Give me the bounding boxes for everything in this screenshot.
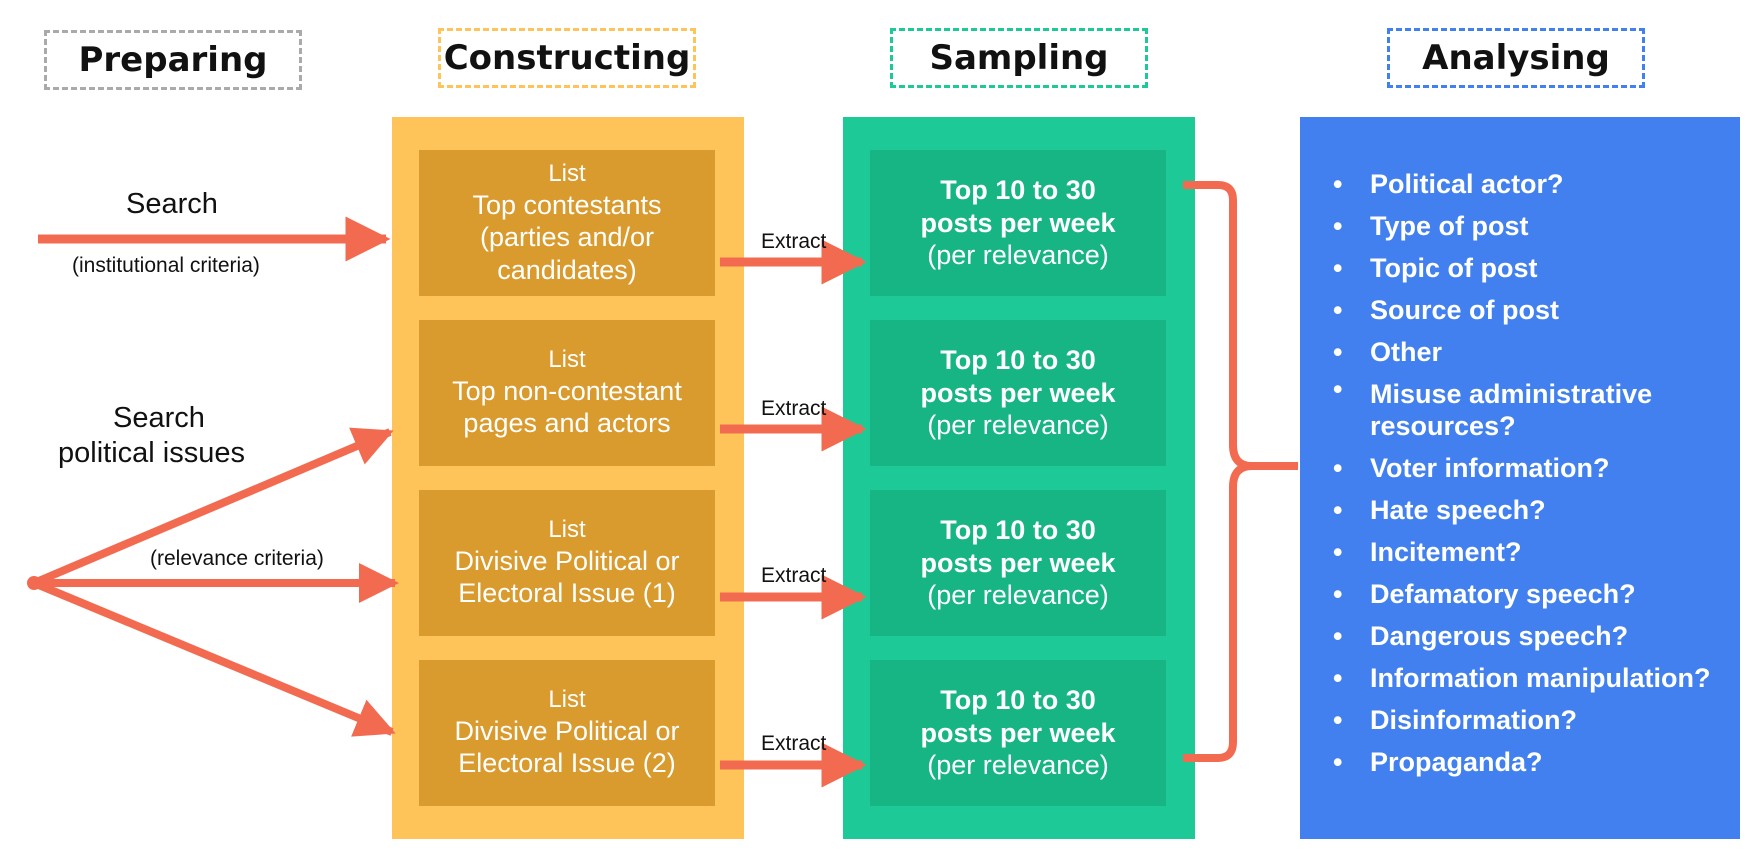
sampling-box-1: Top 10 to 30 posts per week (per relevan… xyxy=(870,150,1166,296)
stage-header-sampling: Sampling xyxy=(890,28,1148,88)
stage-header-analysing: Analysing xyxy=(1387,28,1645,88)
list-line: Divisive Political or xyxy=(454,716,680,746)
list-line: Electoral Issue (2) xyxy=(458,748,676,779)
list-box-issue-2: List Divisive Political or Electoral Iss… xyxy=(419,660,715,806)
list-line: candidates) xyxy=(497,254,637,285)
extract-label-3: Extract xyxy=(761,564,827,587)
merge-brace xyxy=(1183,181,1298,762)
stage-title-constructing: Constructing xyxy=(443,38,691,78)
list-line: Divisive Political or xyxy=(454,546,680,576)
sampling-line: posts per week xyxy=(920,547,1116,578)
stage-header-preparing: Preparing xyxy=(44,30,302,90)
fan-arrow-up xyxy=(32,427,394,587)
sampling-box-3: Top 10 to 30 posts per week (per relevan… xyxy=(870,490,1166,636)
sampling-box-4: Top 10 to 30 posts per week (per relevan… xyxy=(870,660,1166,806)
extract-label-4: Extract xyxy=(761,732,827,755)
sampling-line: posts per week xyxy=(920,377,1116,408)
list-box-top-contestants: List Top contestants (parties and/or can… xyxy=(419,150,715,296)
analysing-question: Defamatory speech? xyxy=(1328,573,1730,615)
analysing-question: Disinformation? xyxy=(1328,699,1730,741)
stage-title-analysing: Analysing xyxy=(1422,38,1610,78)
analysing-question-list: Political actor? Type of post Topic of p… xyxy=(1328,163,1730,783)
list-line: Top non-contestant xyxy=(452,376,682,406)
sampling-line: posts per week xyxy=(920,717,1116,748)
fan-arrow-down xyxy=(32,579,396,737)
sampling-line: (per relevance) xyxy=(927,750,1109,781)
analysing-question: Voter information? xyxy=(1328,447,1730,489)
analysing-question: Hate speech? xyxy=(1328,489,1730,531)
list-line: pages and actors xyxy=(463,408,671,439)
analysing-question: Other xyxy=(1328,331,1730,373)
extract-label-1: Extract xyxy=(761,230,827,253)
relevance-criteria-label: (relevance criteria) xyxy=(150,547,324,570)
list-title: List xyxy=(548,516,586,544)
sampling-line: Top 10 to 30 xyxy=(940,345,1096,376)
analysing-question: Incitement? xyxy=(1328,531,1730,573)
sampling-line: (per relevance) xyxy=(927,410,1109,441)
search-label: Search xyxy=(126,188,218,220)
stage-header-constructing: Constructing xyxy=(438,28,696,88)
sampling-line: posts per week xyxy=(920,207,1116,238)
sampling-line: (per relevance) xyxy=(927,240,1109,271)
institutional-criteria-label: (institutional criteria) xyxy=(72,254,260,277)
list-line: (parties and/or xyxy=(479,222,655,253)
analysing-question: Topic of post xyxy=(1328,247,1730,289)
list-line: Top contestants xyxy=(472,189,662,220)
analysing-question: Dangerous speech? xyxy=(1328,615,1730,657)
sampling-box-2: Top 10 to 30 posts per week (per relevan… xyxy=(870,320,1166,466)
sampling-line: Top 10 to 30 xyxy=(940,515,1096,546)
list-line: Electoral Issue (1) xyxy=(458,578,676,609)
list-box-non-contestants: List Top non-contestant pages and actors xyxy=(419,320,715,466)
list-box-issue-1: List Divisive Political or Electoral Iss… xyxy=(419,490,715,636)
search-issues-label-line1: Search xyxy=(113,402,205,434)
list-title: List xyxy=(548,160,586,188)
sampling-line: Top 10 to 30 xyxy=(940,175,1096,206)
stage-title-sampling: Sampling xyxy=(929,38,1109,78)
stage-title-preparing: Preparing xyxy=(78,40,268,80)
analysing-question: Information manipulation? xyxy=(1328,657,1730,699)
analysing-question: Source of post xyxy=(1328,289,1730,331)
analysing-question: Political actor? xyxy=(1328,163,1730,205)
analysing-panel: Political actor? Type of post Topic of p… xyxy=(1300,117,1740,839)
analysing-question: Misuse administrative resources? xyxy=(1328,373,1710,447)
sampling-line: (per relevance) xyxy=(927,580,1109,611)
sampling-line: Top 10 to 30 xyxy=(940,685,1096,716)
extract-label-2: Extract xyxy=(761,397,827,420)
list-title: List xyxy=(548,686,586,714)
analysing-question: Type of post xyxy=(1328,205,1730,247)
list-title: List xyxy=(548,346,586,374)
analysing-question: Propaganda? xyxy=(1328,741,1730,783)
search-issues-label-line2: political issues xyxy=(58,437,245,469)
